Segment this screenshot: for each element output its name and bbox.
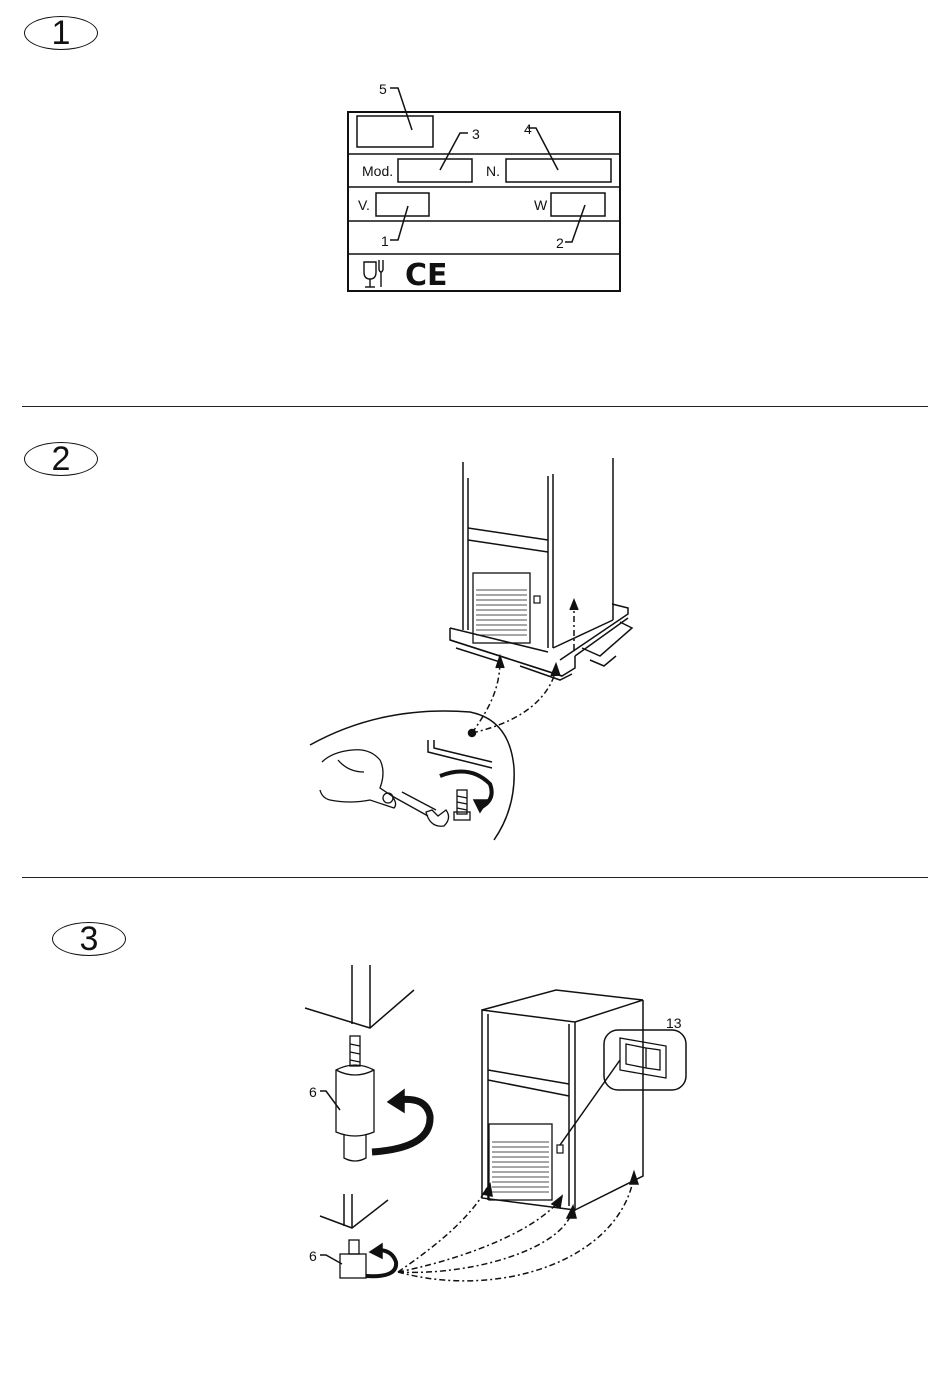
callout-3: 3 [472, 126, 480, 142]
vent-grille [492, 1142, 549, 1192]
plate-power-label: W [534, 197, 548, 213]
callout-2: 2 [556, 235, 564, 251]
adjustable-leg-short [340, 1240, 366, 1278]
callout-1: 1 [381, 233, 389, 249]
callout-13: 13 [666, 1015, 682, 1031]
plate-serial-label: N. [486, 163, 500, 179]
vent-grille [476, 590, 527, 635]
adjustable-leg-long [336, 1036, 374, 1161]
unit-on-pallet [310, 458, 632, 840]
rating-plate [348, 88, 620, 291]
leg-installation [305, 965, 430, 1278]
hand-wrench-icon [320, 750, 449, 827]
plate-model-label: Mod. [362, 163, 393, 179]
ice-maker-unit [398, 990, 686, 1281]
bolt-icon [454, 790, 470, 820]
plate-voltage-label: V. [358, 197, 370, 213]
callout-4: 4 [524, 121, 532, 137]
model-field [398, 159, 472, 182]
voltage-field [376, 193, 429, 216]
logo-field [357, 116, 433, 147]
power-switch [557, 1145, 563, 1153]
callout-5: 5 [379, 81, 387, 97]
food-safe-icon [364, 260, 383, 287]
ce-mark: CE [405, 258, 448, 293]
serial-field [506, 159, 611, 182]
power-field [551, 193, 605, 216]
callout-6-short-leg: 6 [309, 1248, 317, 1264]
callout-6-long-leg: 6 [309, 1084, 317, 1100]
